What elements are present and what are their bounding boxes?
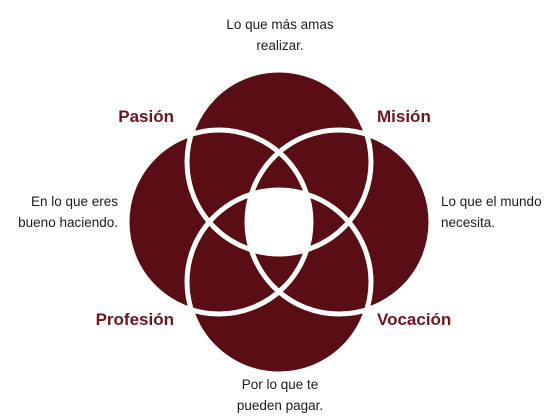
caption-top: Lo que más amas realizar. <box>180 14 380 56</box>
caption-top-line-1: Lo que más amas <box>226 17 334 32</box>
label-pasion: Pasión <box>118 107 174 126</box>
caption-bottom-line-1: Por lo que te <box>241 377 319 392</box>
caption-left-line-2: bueno haciendo. <box>18 215 118 230</box>
caption-right-line-2: necesita. <box>441 215 496 230</box>
label-profesion: Profesión <box>95 310 174 329</box>
caption-bottom: Por lo que te pueden pagar. <box>180 374 380 416</box>
label-vocacion: Vocación <box>377 310 452 329</box>
caption-bottom-line-2: pueden pagar. <box>236 398 324 413</box>
caption-right: Lo que el mundo necesita. <box>441 191 542 233</box>
caption-right-line-1: Lo que el mundo <box>441 194 542 209</box>
label-mision: Misión <box>377 107 431 126</box>
center-intersection <box>247 190 311 254</box>
circle-right <box>247 130 431 314</box>
caption-left-line-1: En lo que eres <box>30 194 118 209</box>
caption-left: En lo que eres bueno haciendo. <box>18 191 118 233</box>
caption-top-line-2: realizar. <box>256 38 304 53</box>
